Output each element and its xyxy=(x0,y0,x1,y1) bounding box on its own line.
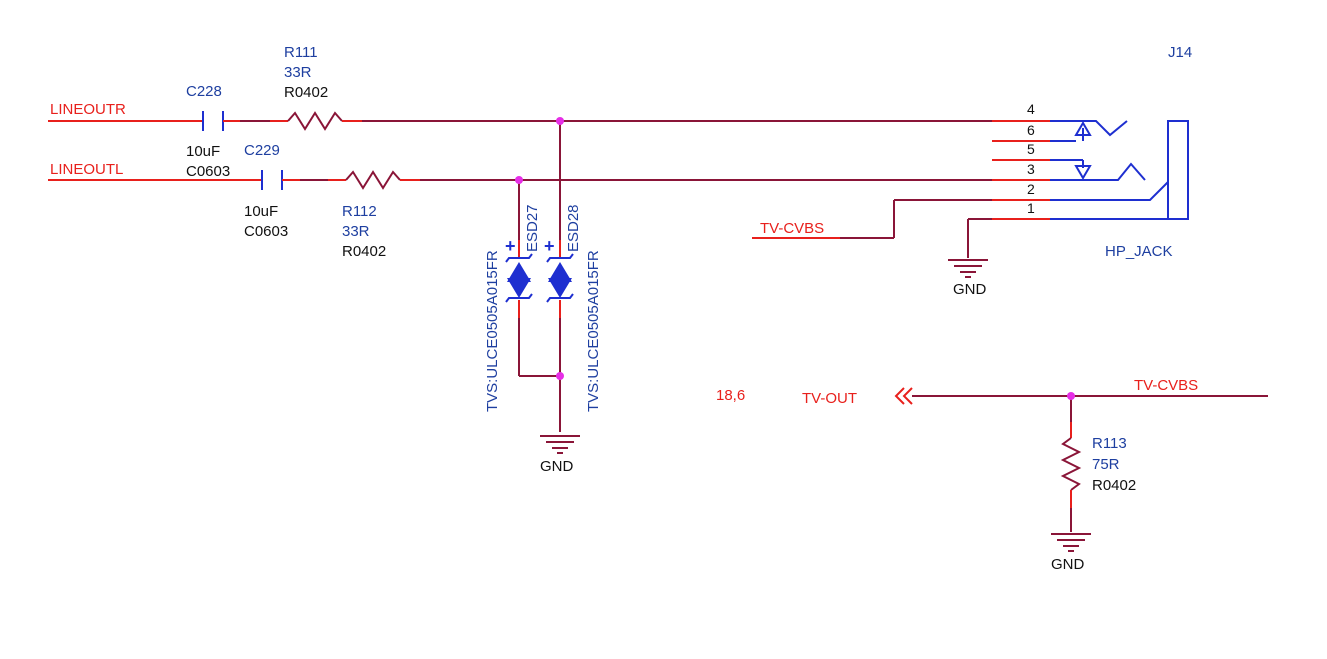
junction-tv-cvbs xyxy=(1067,392,1075,400)
net-label-lineoutr: LINEOUTR xyxy=(50,101,126,118)
resistor-r112[interactable] xyxy=(328,170,420,190)
capacitor-c228[interactable] xyxy=(202,111,240,131)
j14-pin-5: 5 xyxy=(1027,141,1035,157)
c229-package: C0603 xyxy=(244,223,288,240)
gnd-symbol-esd xyxy=(540,435,580,454)
net-label-lineoutl: LINEOUTL xyxy=(50,161,123,178)
junction-lineoutl xyxy=(515,176,523,184)
gnd-symbol-r113 xyxy=(1051,533,1091,552)
r111-ref: R111 xyxy=(284,44,318,61)
r113-package: R0402 xyxy=(1092,477,1136,494)
j14-pin-1: 1 xyxy=(1027,200,1035,216)
net-label-tv-cvbs-right: TV-CVBS xyxy=(1134,377,1198,394)
resistor-r113[interactable] xyxy=(1060,422,1082,532)
junction-esd-gnd xyxy=(556,372,564,380)
tvs-diode-esd27[interactable] xyxy=(505,240,533,318)
tvs-diode-esd28[interactable] xyxy=(546,240,574,318)
resistor-r111[interactable] xyxy=(270,111,362,131)
tv-cvbs-right-net xyxy=(912,395,1268,430)
connector-j14-body[interactable] xyxy=(1050,120,1189,220)
r112-value: 33R xyxy=(342,223,370,240)
capacitor-c229[interactable] xyxy=(244,170,300,190)
gnd-label-jack: GND xyxy=(953,281,987,298)
j14-gnd-net xyxy=(948,218,992,278)
c228-value: 10uF xyxy=(186,143,220,160)
esd27-value: TVS:ULCE0505A015FR xyxy=(484,250,501,412)
c229-value: 10uF xyxy=(244,203,278,220)
esd27-ref: ESD27 xyxy=(524,204,541,252)
j14-value: HP_JACK xyxy=(1105,243,1173,260)
page-reference: 18,6 xyxy=(716,387,745,404)
esd27-plus-mark: + xyxy=(505,236,516,256)
net-label-tv-cvbs-left: TV-CVBS xyxy=(760,220,824,237)
j14-pin-3: 3 xyxy=(1027,161,1035,177)
c228-package: C0603 xyxy=(186,163,230,180)
j14-pin-6: 6 xyxy=(1027,122,1035,138)
r112-ref: R112 xyxy=(342,203,377,220)
off-page-connector-tv-out[interactable] xyxy=(894,387,913,405)
gnd-label-r113: GND xyxy=(1051,556,1085,573)
c228-ref: C228 xyxy=(186,83,222,100)
gnd-label-esd: GND xyxy=(540,458,574,475)
junction-lineoutr xyxy=(556,117,564,125)
r113-ref: R113 xyxy=(1092,435,1127,452)
r111-package: R0402 xyxy=(284,84,328,101)
esd28-plus-mark: + xyxy=(544,236,555,256)
j14-ref: J14 xyxy=(1168,44,1192,61)
esd28-ref: ESD28 xyxy=(565,204,582,252)
connector-j14-pins xyxy=(992,120,1050,220)
c229-ref: C229 xyxy=(244,142,280,159)
r113-value: 75R xyxy=(1092,456,1120,473)
j14-pin-2: 2 xyxy=(1027,181,1035,197)
r112-package: R0402 xyxy=(342,243,386,260)
j14-pin-4: 4 xyxy=(1027,101,1035,117)
r111-value: 33R xyxy=(284,64,312,81)
tv-cvbs-left-net xyxy=(752,199,992,239)
net-label-tv-out: TV-OUT xyxy=(802,390,857,407)
esd-wiring xyxy=(518,121,561,432)
esd28-value: TVS:ULCE0505A015FR xyxy=(585,250,602,412)
